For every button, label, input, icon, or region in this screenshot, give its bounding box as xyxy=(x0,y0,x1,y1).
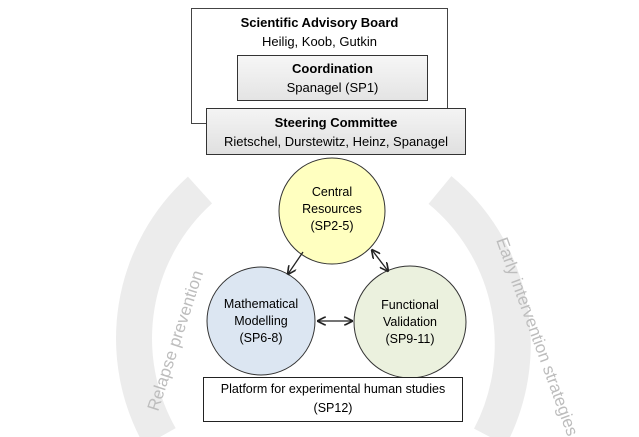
right-arc xyxy=(428,176,531,437)
steering-committee-title: Steering Committee xyxy=(274,115,398,130)
coordination-title: Coordination xyxy=(292,61,373,76)
coordination-box: Coordination Spanagel (SP1) xyxy=(237,55,428,101)
advisory-board-members: Heilig, Koob, Gutkin xyxy=(262,34,377,49)
arrow-central-to-math xyxy=(288,251,304,274)
math-line1: Mathematical xyxy=(223,297,299,311)
central-line1: Central xyxy=(311,185,353,199)
steering-committee-members: Rietschel, Durstewitz, Heinz, Spanagel xyxy=(224,134,448,149)
central-line3: (SP2-5) xyxy=(310,219,354,233)
steering-committee-box: Steering Committee Rietschel, Durstewitz… xyxy=(206,108,466,155)
circle-central-resources xyxy=(278,157,386,265)
advisory-board-title: Scientific Advisory Board xyxy=(240,15,399,30)
left-arc xyxy=(116,176,213,437)
func-line2: Validation xyxy=(383,315,437,329)
platform-code: (SP12) xyxy=(313,401,353,415)
central-resources-label: Central Resources (SP2-5) xyxy=(272,184,392,235)
functional-validation-label: Functional Validation (SP9-11) xyxy=(350,297,470,348)
mathematical-modelling-label: Mathematical Modelling (SP6-8) xyxy=(201,296,321,347)
circle-mathematical-modelling xyxy=(206,266,316,376)
math-line3: (SP6-8) xyxy=(239,331,283,345)
platform-box: Platform for experimental human studies … xyxy=(203,377,463,422)
platform-title: Platform for experimental human studies xyxy=(220,382,446,396)
central-line2: Resources xyxy=(302,202,362,216)
math-line2: Modelling xyxy=(234,314,288,328)
func-line1: Functional xyxy=(381,298,439,312)
coordination-members: Spanagel (SP1) xyxy=(286,80,379,95)
arrow-central-functional xyxy=(372,250,388,271)
func-line3: (SP9-11) xyxy=(385,332,435,346)
